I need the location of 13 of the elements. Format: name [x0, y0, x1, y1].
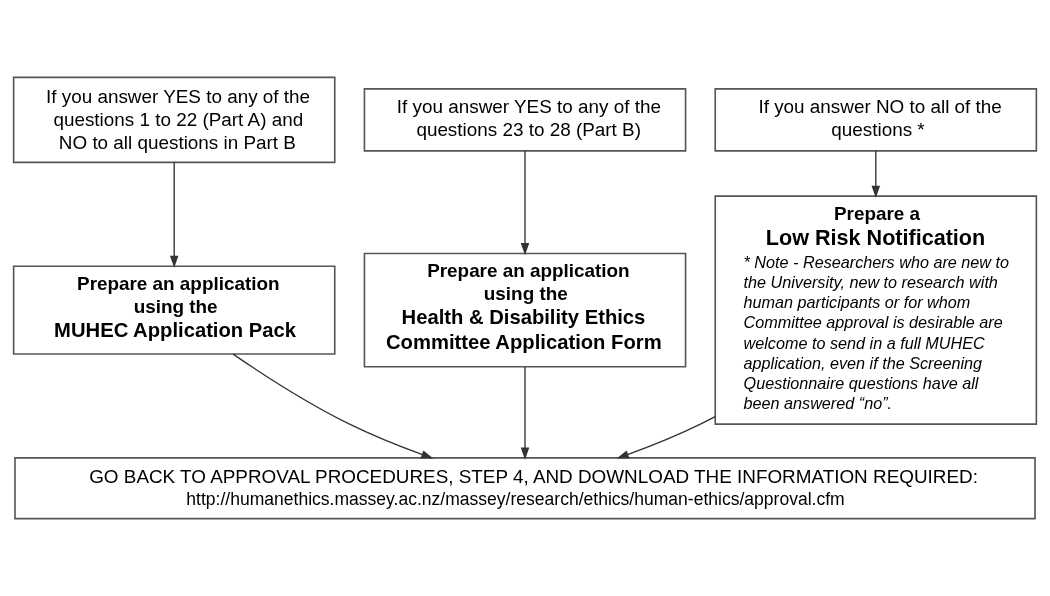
- node-box: GO BACK TO APPROVAL PROCEDURES, STEP 4, AND DOWNLOAD THE INFORMATION REQUIRED: http://humanethics.massey.ac.nz/massey/research/ethics/human-ethics/approval.cfm: [14, 457, 1036, 520]
- arrow: [520, 150, 530, 256]
- arrow: [616, 416, 716, 459]
- node-box: If you answer YES to any of the questions 1 to 22 (Part A) and NO to all questions in Part B: [12, 76, 336, 164]
- node-box: Prepare a Low Risk Notification * Note - Researchers who are new to the University, new to research with human participants or for whom Committee approval is desirable are welcome to send in a full MUHEC application, even if the Screening Questionnaire questions have all been answered “no”.: [714, 195, 1038, 425]
- arrow: [232, 353, 434, 459]
- node-box: Prepare an application using the Health & Disability Ethics Committee Application Form: [363, 252, 687, 368]
- arrow: [169, 161, 179, 268]
- arrow: [871, 150, 881, 198]
- node-box: If you answer NO to all of the questions *: [714, 88, 1038, 152]
- node-box: If you answer YES to any of the questions 23 to 28 (Part B): [363, 88, 687, 152]
- node-box: Prepare an application using the MUHEC Application Pack: [12, 265, 336, 355]
- arrow: [520, 366, 530, 460]
